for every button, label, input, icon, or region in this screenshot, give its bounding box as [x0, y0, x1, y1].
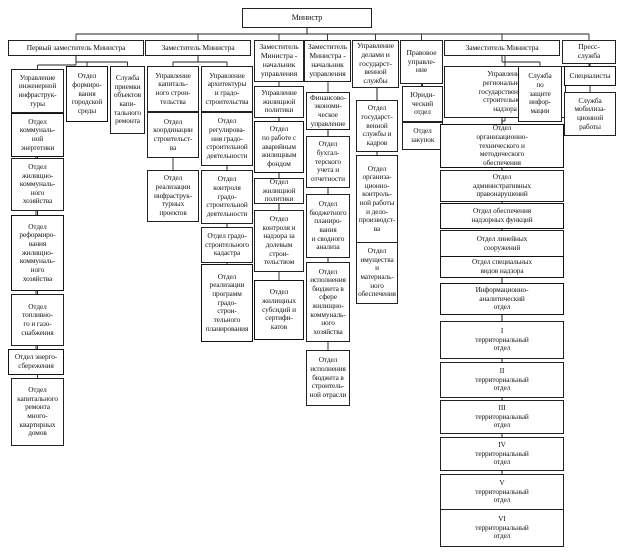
node-c4-2: Отдел координации строительст- ва	[147, 112, 199, 158]
node-c7-5: Отдел исполнения бюджета в строитель- но…	[306, 350, 350, 406]
node-deputy2: Заместитель Министра	[444, 40, 560, 56]
node-deputy1: Заместитель Министра	[145, 40, 251, 56]
node-c5-2: Отдел регулирова- ния градо- строительно…	[201, 112, 253, 166]
node-c1-1: Управление инженерной инфраструк- туры	[11, 69, 64, 113]
node-c8-3: Отдел имущества и материаль- ного обеспе…	[356, 242, 398, 304]
node-c10-9: II территориальный отдел	[440, 362, 564, 398]
node-press: Пресс- служба	[562, 40, 616, 64]
node-c7-1: Финансово- экономи- ческое управление	[306, 92, 350, 130]
node-c7-4: Отдел исполнения бюджета в сфере жилищно…	[306, 262, 350, 342]
node-c5-3: Отдел контроля градо- строительной деяте…	[201, 170, 253, 224]
node-first-deputy: Первый заместитель Министра	[8, 40, 144, 56]
node-c1-4: Отдел реформиро- вания жилищно- коммунал…	[11, 215, 64, 291]
node-c10-4: Отдел обеспечения надзорных функций	[440, 203, 564, 229]
node-c4-3: Отдел реализации инфраструк- турных прое…	[147, 170, 199, 222]
node-c9-2: Отдел закупок	[402, 122, 443, 150]
node-c1-2: Отдел коммуналь- ной энергетики	[11, 113, 64, 157]
node-c4-1: Управление капиталь- ного строи- тельств…	[147, 66, 199, 112]
node-c5-4: Отдел градо- строительного кадастра	[201, 227, 253, 263]
node-c1-7: Отдел капитального ремонта много- кварти…	[11, 378, 64, 446]
node-c1-5: Отдел топливно- го и газо- снабжения	[11, 294, 64, 346]
node-c10-8: I территориальный отдел	[440, 321, 564, 359]
node-c1-6: Отдел энерго- сбережения	[8, 349, 64, 375]
node-c6-4: Отдел контроля и надзора за долевым стро…	[254, 210, 304, 272]
node-affairs-mgmt: Управление делами и государст- венной сл…	[352, 40, 399, 88]
node-c2-1: Отдел формиро- вания городской среды	[66, 66, 108, 122]
node-c12-2: Служба мобилиза- ционной работы	[564, 92, 616, 136]
node-deputy-head1: Заместитель Министра - начальник управле…	[254, 40, 304, 82]
node-c6-5: Отдел жилищных субсидий и сертифи- катов	[254, 280, 304, 340]
node-c12-1: Специалисты	[564, 66, 616, 86]
node-c10-10: III территориальный отдел	[440, 400, 564, 434]
node-c3-1: Служба приемки объектов капи- тального р…	[110, 66, 145, 134]
node-c7-2: Отдел бухгал- терского учета и отчетност…	[306, 136, 350, 188]
node-c10-6: Отдел специальных видов надзора	[440, 256, 564, 278]
node-c5-1: Управление архитектуры и градо- строител…	[201, 66, 253, 112]
node-c10-5: Отдел линейных сооружений	[440, 230, 564, 258]
node-minister: Министр	[242, 8, 372, 28]
node-c1-3: Отдел жилищно- коммуналь- ного хозяйства	[11, 158, 64, 211]
node-c10-11: IV территориальный отдел	[440, 437, 564, 471]
node-c11-1: Служба по защите инфор- мации	[518, 66, 562, 122]
node-c10-7: Информационно- аналитический отдел	[440, 283, 564, 315]
node-c6-3: Отдел жилищной политики	[254, 178, 304, 204]
node-c6-2: Отдел по работе с аварийным жилищным фон…	[254, 121, 304, 173]
node-c10-2: Отдел организационно- технического и мет…	[440, 124, 564, 168]
node-deputy-head2: Заместитель Министра - начальник управле…	[304, 40, 351, 82]
node-c10-13: VI территориальный отдел	[440, 509, 564, 547]
node-c8-1: Отдел государст- венной службы и кадров	[356, 100, 398, 152]
node-c10-12: V территориальный отдел	[440, 474, 564, 510]
node-c5-5: Отдел реализации программ градо- строи- …	[201, 264, 253, 342]
node-legal-mgmt: Правовое управле- ние	[400, 40, 443, 84]
node-c7-3: Отдел бюджетного планиро- вания и сводно…	[306, 194, 350, 258]
node-c6-1: Управление жилищной политики	[254, 86, 304, 118]
node-c10-3: Отдел административных правонарушений	[440, 170, 564, 202]
node-c8-2: Отдел организа- ционно- контроль- ной ра…	[356, 155, 398, 243]
node-c9-1: Юриди- ческий отдел	[402, 86, 443, 122]
